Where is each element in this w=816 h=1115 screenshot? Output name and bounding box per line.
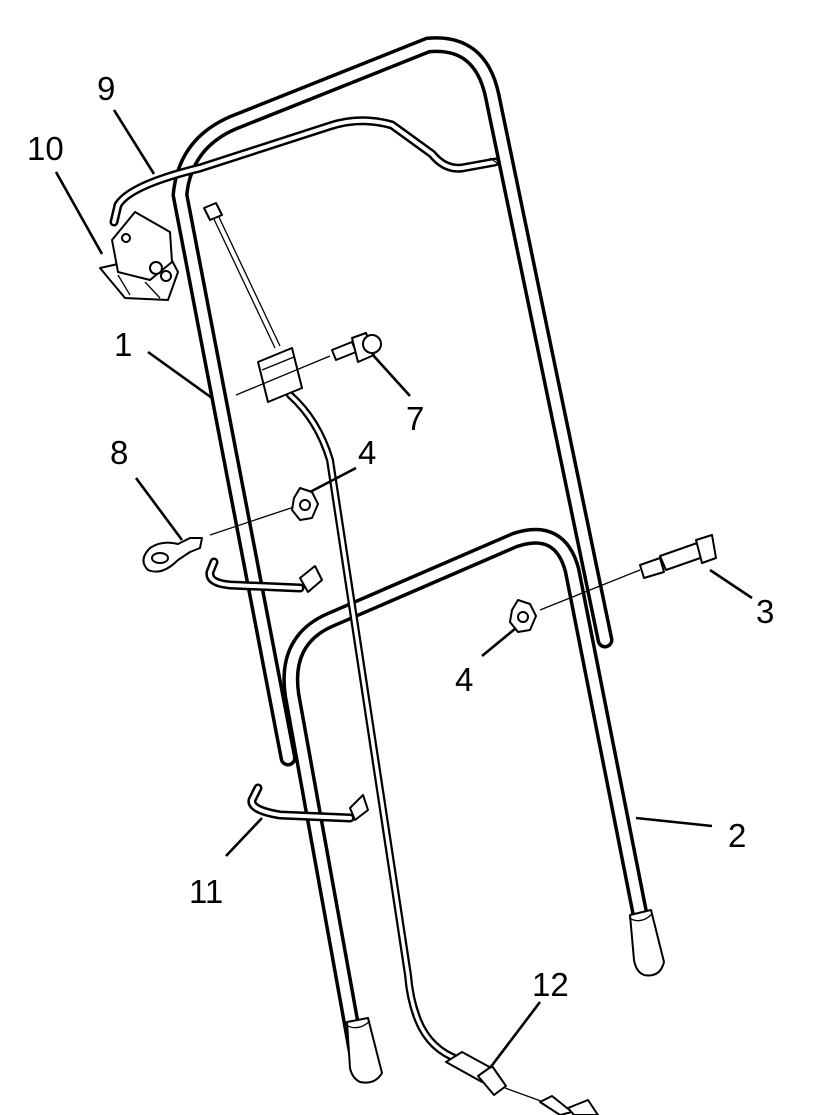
leader-4b: [481, 626, 517, 658]
callout-8: 8: [110, 434, 128, 471]
callout-3: 3: [756, 593, 774, 630]
leader-9: [112, 109, 156, 175]
leader-8: [134, 477, 184, 541]
callout-7: 7: [406, 400, 424, 437]
leader-2: [635, 816, 713, 828]
callout-12: 12: [532, 966, 569, 1003]
callout-1: 1: [114, 326, 132, 363]
leader-12: [488, 1001, 542, 1069]
leader-lines: [54, 109, 753, 1069]
carriage-bolt-7: [235, 332, 382, 396]
cable-tie-lower: [247, 783, 369, 823]
wing-nut-lower: [509, 599, 537, 633]
leader-7: [371, 353, 411, 397]
callout-4-lower: 4: [455, 661, 473, 698]
retaining-clip-8: [142, 504, 301, 573]
wing-nut-upper: [291, 487, 319, 521]
callout-10: 10: [27, 130, 64, 167]
leader-3: [709, 568, 753, 600]
lower-handle: [282, 527, 665, 1084]
handle-bolt-3: [539, 534, 717, 611]
bail-bracket: [99, 211, 179, 301]
callout-labels: 1 2 3 4 4 7 8 9 10 11 12: [27, 70, 774, 1003]
callout-9: 9: [97, 70, 115, 107]
leader-10: [54, 171, 104, 255]
callout-11: 11: [189, 873, 223, 910]
control-cable: [203, 202, 599, 1115]
leader-4a: [309, 466, 357, 494]
control-bail: [109, 116, 501, 227]
callout-4-upper: 4: [358, 434, 376, 471]
cable-tie-upper: [205, 557, 323, 593]
callout-2: 2: [728, 817, 746, 854]
leader-11: [225, 817, 263, 857]
leader-1: [147, 350, 213, 400]
